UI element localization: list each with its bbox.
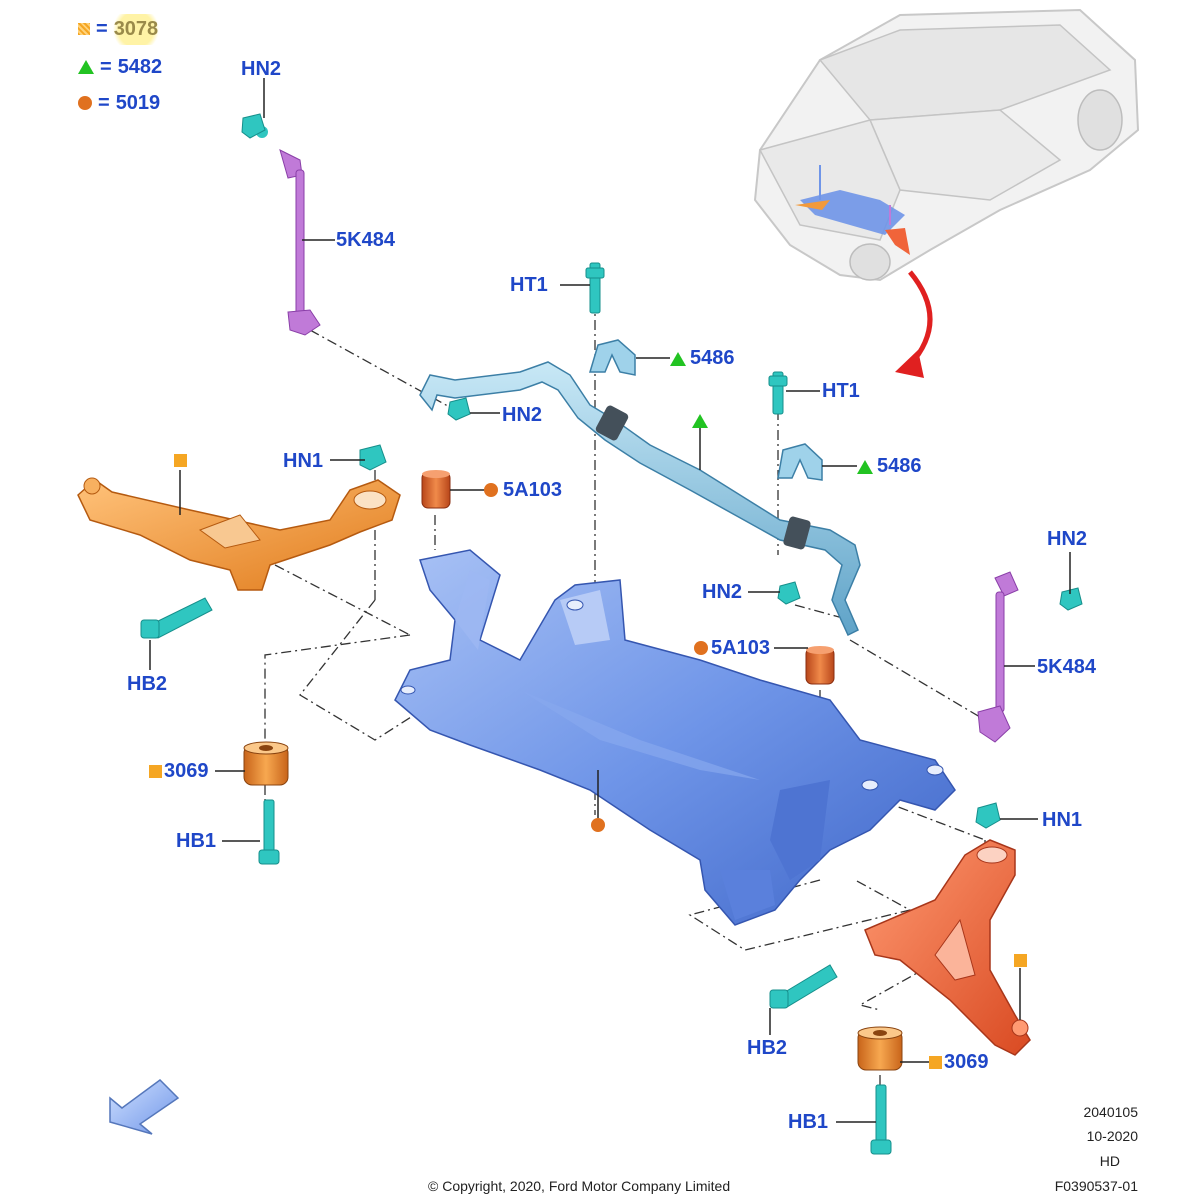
label-bracket-center[interactable]: 5486	[690, 347, 735, 369]
nut-hn1-left	[359, 444, 387, 471]
label-hb2-left[interactable]: HB2	[127, 673, 168, 695]
legend-eq: =	[100, 55, 112, 78]
mount-3069-left	[243, 741, 289, 786]
legend-row-square: = 3078	[78, 13, 165, 45]
circle-icon	[78, 96, 92, 110]
label-hn2-right-top[interactable]: HN2	[1047, 528, 1088, 550]
drawing-code: HD	[1099, 1153, 1120, 1169]
nut-hn2-bar-left	[447, 397, 471, 421]
legend-row-circle: = 5019	[78, 91, 160, 115]
label-mount-left[interactable]: 3069	[164, 760, 209, 782]
copyright-notice: © Copyright, 2020, Ford Motor Company Li…	[428, 1178, 731, 1194]
bushing-5a103-right	[805, 646, 835, 685]
legend-eq: =	[96, 17, 108, 40]
label-bushing-left[interactable]: 5A103	[503, 479, 562, 501]
bushing-5a103-left	[421, 470, 451, 509]
legend-value[interactable]: 3078	[107, 13, 165, 45]
label-link-left[interactable]: 5K484	[336, 229, 395, 251]
drawing-date: 10-2020	[1086, 1128, 1138, 1144]
legend-value[interactable]: 5482	[117, 55, 163, 78]
direction-arrow-icon	[109, 1079, 180, 1135]
red-pointer-arrow	[895, 270, 933, 378]
label-hb2-right[interactable]: HB2	[747, 1037, 788, 1059]
nut-hn1-right	[975, 802, 1001, 829]
triangle-icon	[78, 60, 94, 74]
label-ht1-center[interactable]: HT1	[510, 274, 548, 296]
label-hn1-left[interactable]: HN1	[283, 450, 324, 472]
lower-control-arm-right	[864, 839, 1031, 1056]
label-bracket-right[interactable]: 5486	[877, 455, 922, 477]
stabilizer-bracket-center	[588, 339, 636, 376]
nut-hn2-top-left	[241, 113, 266, 139]
label-hn2-center-right[interactable]: HN2	[702, 581, 743, 603]
stabilizer-link-left	[256, 126, 321, 336]
label-link-right[interactable]: 5K484	[1037, 656, 1096, 678]
bolt-ht1-center	[585, 262, 605, 314]
nut-hn2-center-right	[777, 581, 801, 605]
stabilizer-bar	[419, 361, 861, 637]
bolt-ht1-right	[768, 371, 788, 415]
label-hb1-right[interactable]: HB1	[788, 1111, 829, 1133]
mount-3069-right	[857, 1026, 903, 1071]
legend-value[interactable]: 5019	[115, 91, 161, 114]
label-ht1-right[interactable]: HT1	[822, 380, 860, 402]
legend-eq: =	[98, 91, 110, 114]
leader-lines	[149, 78, 1071, 1123]
nut-hn2-right	[1059, 587, 1083, 611]
leader-symbols	[149, 352, 1027, 1069]
label-hn2-top-left[interactable]: HN2	[241, 58, 282, 80]
label-mount-right[interactable]: 3069	[944, 1051, 989, 1073]
drawing-number: 2040105	[1083, 1104, 1138, 1120]
bolt-hb1-right	[870, 1084, 892, 1155]
label-hb1-left[interactable]: HB1	[176, 830, 217, 852]
bolt-hb1-left	[258, 799, 280, 865]
legend-row-triangle: = 5482	[78, 55, 162, 79]
label-hn2-bar-left[interactable]: HN2	[502, 404, 543, 426]
front-subframe	[394, 549, 956, 926]
drawing-id: F0390537-01	[1054, 1178, 1138, 1194]
vehicle-inset	[753, 8, 1140, 282]
bolt-hb2-left	[140, 597, 213, 639]
square-icon	[78, 23, 90, 35]
bolt-hb2-right	[769, 964, 838, 1009]
stabilizer-bracket-right	[777, 443, 823, 481]
label-hn1-right[interactable]: HN1	[1042, 809, 1083, 831]
lower-control-arm-left	[77, 477, 401, 591]
stabilizer-link-right	[977, 571, 1019, 743]
label-bushing-right[interactable]: 5A103	[711, 637, 770, 659]
